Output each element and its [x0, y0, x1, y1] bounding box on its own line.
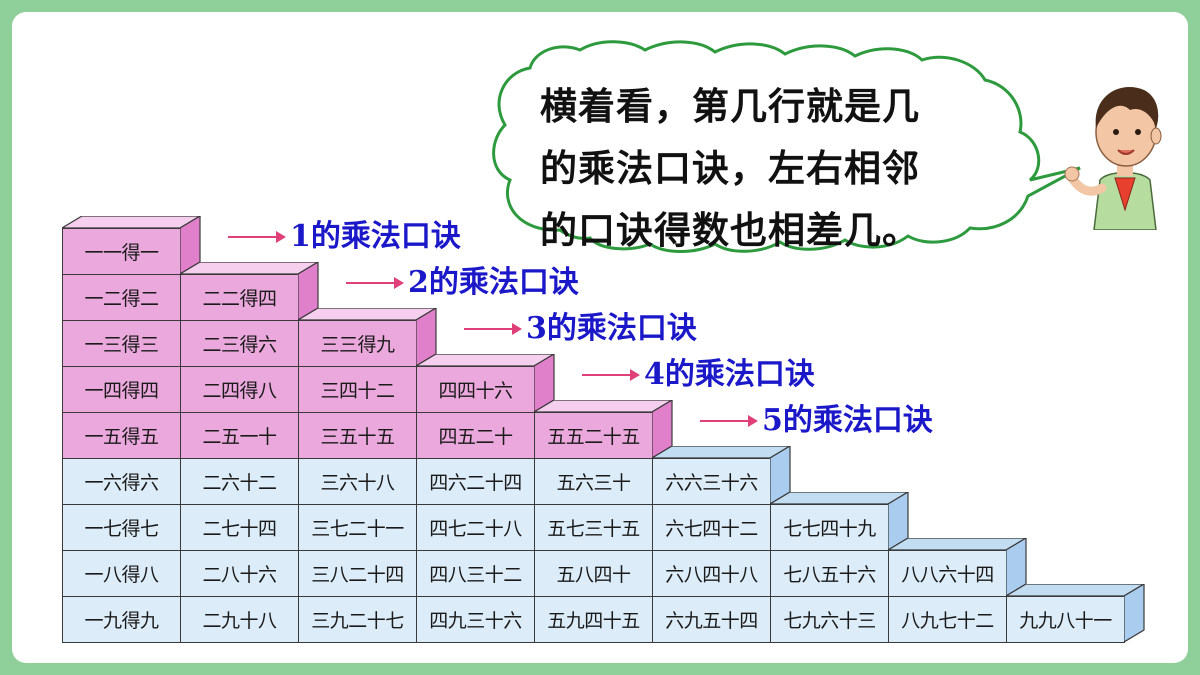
- speech-line-2: 的乘法口诀，左右相邻: [540, 147, 920, 190]
- rhyme-cell: 八九七十二: [888, 596, 1007, 643]
- pointer-arrow: [346, 277, 404, 289]
- step-top-face: [770, 492, 910, 505]
- speech-bubble-text: 横着看，第几行就是几 的乘法口诀，左右相邻 的口诀得数也相差几。: [540, 76, 1020, 262]
- step-top-face: [652, 446, 792, 459]
- times-table-label: 1的乘法口诀: [290, 219, 461, 254]
- rhyme-cell: 一三得三: [62, 320, 181, 367]
- rhyme-cell: 七八五十六: [770, 550, 889, 597]
- times-table-label: 5的乘法口诀: [762, 403, 933, 438]
- times-table-label: 2的乘法口诀: [408, 265, 579, 300]
- speech-bubble-outline: [492, 40, 1081, 253]
- rhyme-cell: 五九四十五: [534, 596, 653, 643]
- rhyme-cell: 八八六十四: [888, 550, 1007, 597]
- rhyme-cell: 七九六十三: [770, 596, 889, 643]
- speech-line-3: 的口诀得数也相差几。: [540, 209, 920, 252]
- rhyme-cell: 二六十二: [180, 458, 299, 505]
- rhyme-cell: 一一得一: [62, 228, 181, 275]
- step-top-face: [298, 308, 438, 321]
- pointer-arrow: [228, 231, 286, 243]
- rhyme-cell: 五七三十五: [534, 504, 653, 551]
- rhyme-cell: 二九十八: [180, 596, 299, 643]
- step-top-face: [180, 262, 320, 275]
- step-top-face: [888, 538, 1028, 551]
- step-top-face: [62, 216, 202, 229]
- step-top-face: [1006, 584, 1146, 597]
- rhyme-cell: 六九五十四: [652, 596, 771, 643]
- pointer-arrow: [700, 415, 758, 427]
- rhyme-cell: 二七十四: [180, 504, 299, 551]
- rhyme-cell: 五八四十: [534, 550, 653, 597]
- rhyme-cell: 四九三十六: [416, 596, 535, 643]
- rhyme-cell: 五六三十: [534, 458, 653, 505]
- rhyme-cell: 三八二十四: [298, 550, 417, 597]
- rhyme-cell: 一六得六: [62, 458, 181, 505]
- rhyme-cell: 一四得四: [62, 366, 181, 413]
- pointer-arrow: [582, 369, 640, 381]
- rhyme-cell: 三九二十七: [298, 596, 417, 643]
- times-table-label: 3的乘法口诀: [526, 311, 697, 346]
- rhyme-cell: 三七二十一: [298, 504, 417, 551]
- rhyme-cell: 三四十二: [298, 366, 417, 413]
- rhyme-cell: 四八三十二: [416, 550, 535, 597]
- rhyme-cell: 三三得九: [298, 320, 417, 367]
- rhyme-cell: 二四得八: [180, 366, 299, 413]
- rhyme-cell: 三五十五: [298, 412, 417, 459]
- step-side-face: [1124, 584, 1145, 643]
- rhyme-cell: 二三得六: [180, 320, 299, 367]
- rhyme-cell: 一五得五: [62, 412, 181, 459]
- pointer-arrow: [464, 323, 522, 335]
- step-top-face: [416, 354, 556, 367]
- rhyme-cell: 三六十八: [298, 458, 417, 505]
- step-top-face: [534, 400, 674, 413]
- speech-line-1: 横着看，第几行就是几: [540, 85, 920, 128]
- times-table-label: 4的乘法口诀: [644, 357, 815, 392]
- rhyme-cell: 二五一十: [180, 412, 299, 459]
- rhyme-cell: 六八四十八: [652, 550, 771, 597]
- boy-illustration: [1064, 87, 1162, 230]
- rhyme-cell: 一八得八: [62, 550, 181, 597]
- rhyme-cell: 六六三十六: [652, 458, 771, 505]
- rhyme-cell: 四七二十八: [416, 504, 535, 551]
